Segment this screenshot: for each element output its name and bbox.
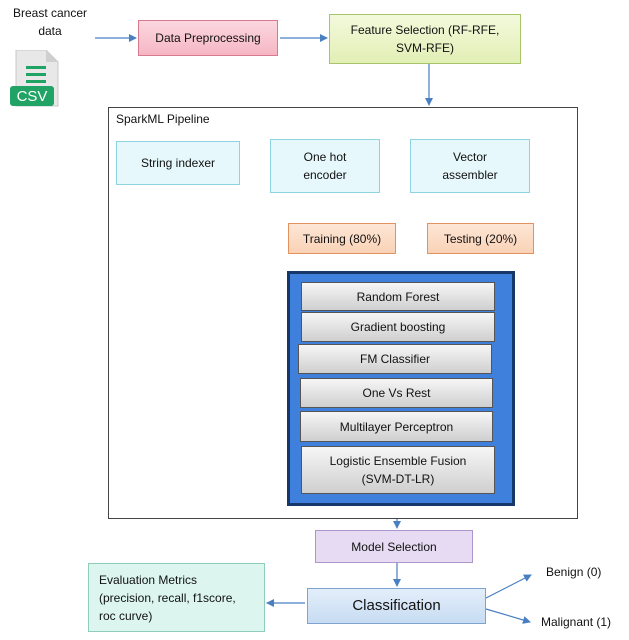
- feature-selection-box: Feature Selection (RF-RFE, SVM-RFE): [329, 14, 521, 64]
- data-preprocessing-box: Data Preprocessing: [138, 20, 278, 56]
- model-fm-classifier: FM Classifier: [298, 344, 492, 374]
- feature-selection-line2: SVM-RFE): [396, 41, 454, 55]
- training-label: Training (80%): [302, 231, 382, 246]
- feature-selection-line1: Feature Selection (RF-RFE,: [350, 23, 500, 37]
- string-indexer-label: String indexer: [140, 156, 216, 170]
- input-label-line1: Breast cancer: [12, 6, 88, 20]
- csv-icon-label: CSV: [17, 88, 48, 105]
- vector-assembler-box: Vector assembler: [410, 139, 530, 193]
- model-one-vs-rest: One Vs Rest: [300, 378, 493, 408]
- arrow-classification-to-malignant: [485, 608, 531, 624]
- model-label: FM Classifier: [359, 352, 430, 366]
- malignant-label: Malignant (1): [541, 615, 612, 629]
- training-box: Training (80%): [288, 223, 396, 254]
- model-random-forest: Random Forest: [301, 282, 495, 311]
- classification-box: Classification: [307, 588, 486, 624]
- one-hot-line2: encoder: [303, 168, 347, 182]
- testing-box: Testing (20%): [427, 223, 534, 254]
- model-label: Gradient boosting: [350, 320, 446, 334]
- data-preprocessing-label: Data Preprocessing: [155, 31, 261, 45]
- string-indexer-box: String indexer: [116, 141, 240, 185]
- one-hot-line1: One hot: [303, 150, 347, 164]
- ensemble-line1: Logistic Ensemble Fusion: [329, 454, 467, 468]
- testing-label: Testing (20%): [443, 231, 518, 246]
- ensemble-line2: (SVM-DT-LR): [361, 472, 435, 486]
- model-label: One Vs Rest: [362, 386, 431, 400]
- evaluation-line1: Evaluation Metrics: [99, 572, 198, 587]
- model-selection-label: Model Selection: [351, 539, 437, 554]
- evaluation-line2: (precision, recall, f1score,: [99, 590, 236, 605]
- model-logistic-ensemble-fusion: Logistic Ensemble Fusion (SVM-DT-LR): [301, 446, 495, 494]
- input-label: Breast cancer data: [5, 4, 95, 40]
- model-gradient-boosting: Gradient boosting: [301, 312, 495, 342]
- evaluation-line3: roc curve): [99, 608, 153, 623]
- model-label: Multilayer Perceptron: [339, 419, 454, 434]
- pipeline-title: SparkML Pipeline: [116, 112, 210, 126]
- vector-assembler-line2: assembler: [442, 168, 498, 182]
- model-multilayer-perceptron: Multilayer Perceptron: [300, 411, 493, 442]
- one-hot-encoder-box: One hot encoder: [270, 139, 380, 193]
- input-label-line2: data: [38, 24, 62, 38]
- csv-file-icon: CSV: [10, 50, 59, 107]
- arrow-classification-to-benign: [485, 574, 532, 599]
- evaluation-metrics-box: Evaluation Metrics (precision, recall, f…: [88, 563, 265, 632]
- benign-label: Benign (0): [546, 565, 602, 579]
- model-selection-box: Model Selection: [315, 530, 473, 563]
- classification-label: Classification: [352, 597, 441, 614]
- model-label: Random Forest: [356, 289, 440, 304]
- vector-assembler-line1: Vector: [452, 150, 488, 164]
